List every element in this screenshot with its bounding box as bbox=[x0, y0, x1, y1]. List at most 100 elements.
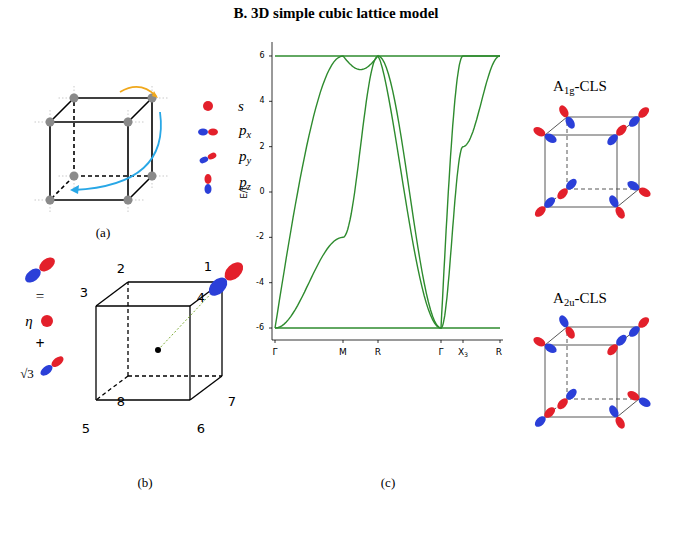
lattice-site bbox=[124, 196, 133, 205]
tick bbox=[269, 237, 272, 238]
orbital-label: py bbox=[239, 149, 251, 167]
tick bbox=[269, 328, 272, 329]
cube-edge bbox=[545, 327, 567, 345]
p-orbital bbox=[542, 405, 557, 420]
rotation-arrow bbox=[74, 112, 161, 190]
arrow-head bbox=[70, 185, 79, 194]
cube-edge bbox=[128, 281, 222, 282]
p-orbital bbox=[607, 194, 620, 209]
px-orbital bbox=[198, 129, 208, 136]
lattice-site bbox=[46, 196, 55, 205]
cube-edge bbox=[128, 176, 152, 200]
cube-edge-hidden bbox=[50, 176, 74, 200]
vertex-number: 2 bbox=[117, 262, 125, 275]
p-orbital bbox=[543, 132, 558, 145]
cube-edge bbox=[96, 282, 128, 306]
p-orbital bbox=[542, 195, 557, 210]
state-label: A2u-CLS bbox=[553, 291, 607, 309]
vertex-number: 7 bbox=[228, 395, 236, 408]
cube-edge-hidden bbox=[74, 175, 152, 177]
cube-edge bbox=[50, 121, 128, 123]
s-orbital bbox=[203, 101, 213, 111]
cube-edge bbox=[545, 207, 617, 208]
p-orbital bbox=[626, 179, 641, 192]
tick-label: 4 bbox=[259, 97, 264, 105]
tick bbox=[269, 282, 272, 283]
p-orbital bbox=[626, 389, 641, 402]
coefficient: η bbox=[25, 314, 32, 329]
tick bbox=[269, 146, 272, 147]
rotation-arrow bbox=[120, 87, 156, 96]
tick-label: 6 bbox=[259, 52, 264, 60]
tick-label: -6 bbox=[256, 324, 264, 332]
axis-title: E/t bbox=[240, 186, 249, 198]
subscript: 1g bbox=[564, 85, 575, 96]
cube-edge-hidden bbox=[128, 375, 222, 376]
cube-edge bbox=[617, 189, 639, 207]
vertex-number: 6 bbox=[197, 422, 205, 435]
p-orbital bbox=[627, 324, 642, 339]
cube-edge-hidden bbox=[127, 282, 128, 376]
cube-edge bbox=[50, 199, 128, 201]
lattice-site bbox=[124, 118, 133, 127]
k-point-label: Γ bbox=[272, 348, 277, 357]
cube-edge bbox=[545, 135, 546, 207]
tick-label: 2 bbox=[259, 143, 264, 151]
tick bbox=[500, 340, 501, 343]
cube-edge bbox=[567, 117, 639, 118]
pz-orbital bbox=[205, 184, 212, 194]
cube-center bbox=[155, 347, 161, 353]
cube-edge bbox=[128, 98, 152, 122]
cube-edge bbox=[189, 306, 190, 400]
section-title: B. 3D simple cubic lattice model bbox=[234, 6, 439, 21]
p-orbital bbox=[557, 104, 570, 119]
hybrid-orbital bbox=[22, 266, 43, 286]
p-orbital bbox=[614, 205, 627, 220]
cube-edge bbox=[639, 327, 640, 399]
coefficient: √3 bbox=[20, 367, 34, 380]
lattice-site bbox=[70, 172, 79, 181]
cube-edge bbox=[617, 399, 639, 417]
p-orbital bbox=[564, 177, 579, 192]
lattice-site bbox=[70, 94, 79, 103]
vertex-number: 4 bbox=[197, 291, 205, 304]
arrow-head bbox=[152, 91, 158, 98]
cube-edge bbox=[567, 327, 639, 328]
vertex-number: 5 bbox=[82, 422, 90, 435]
cube-edge bbox=[127, 122, 129, 200]
panel-label: (a) bbox=[96, 226, 110, 239]
tick bbox=[441, 340, 442, 343]
tick bbox=[378, 340, 379, 343]
cube-edge bbox=[221, 282, 222, 376]
p-orbital bbox=[564, 387, 579, 402]
hybrid-orbital bbox=[205, 274, 231, 299]
cube-edge bbox=[545, 117, 567, 135]
subscript: y bbox=[246, 155, 251, 166]
vertex-number: 8 bbox=[117, 395, 125, 408]
orbital-label: px bbox=[239, 123, 251, 141]
tick bbox=[275, 340, 276, 343]
p-orbital bbox=[607, 404, 620, 419]
p-orbital bbox=[557, 314, 570, 329]
cube-edge bbox=[545, 135, 617, 136]
axis bbox=[272, 42, 273, 340]
p-orbital bbox=[605, 132, 620, 147]
cube-edge bbox=[95, 306, 96, 400]
subscript: x bbox=[246, 129, 251, 140]
cube-edge bbox=[617, 345, 618, 417]
cube-edge-hidden bbox=[567, 399, 639, 400]
px-orbital bbox=[208, 129, 218, 136]
state-label: A1g-CLS bbox=[553, 79, 607, 97]
p-orbital bbox=[564, 115, 577, 130]
k-point-label: X3 bbox=[458, 348, 468, 358]
cube-edge-hidden bbox=[567, 189, 639, 190]
equation-symbol: = bbox=[36, 289, 44, 304]
equation-symbol: + bbox=[35, 336, 44, 352]
cube-edge bbox=[545, 345, 617, 346]
p-orbital bbox=[543, 342, 558, 355]
tick bbox=[343, 340, 344, 343]
flat-band bbox=[275, 55, 500, 56]
panel-label: (c) bbox=[381, 476, 395, 489]
axis bbox=[272, 340, 503, 341]
cube-edge bbox=[190, 376, 222, 400]
